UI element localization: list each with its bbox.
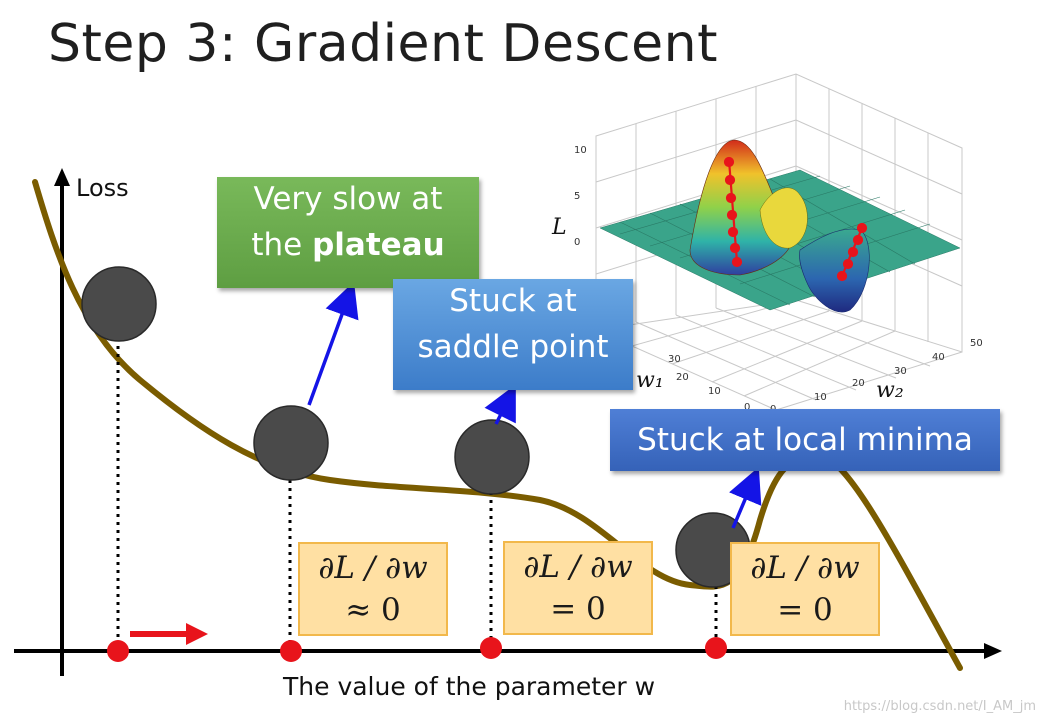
derivative-value: = 0 (550, 590, 606, 627)
derivative-expr: ∂L / ∂w (523, 549, 633, 585)
x-axis-label: The value of the parameter w (283, 672, 656, 701)
derivative-box-saddle: ∂L / ∂w = 0 (503, 541, 653, 635)
plateau-callout: Very slow at the plateau (217, 177, 479, 288)
ball-saddle (454, 419, 530, 495)
local-minima-callout: Stuck at local minima (610, 409, 1000, 471)
saddle-callout-line2: saddle point (417, 328, 609, 365)
surface-w1-tick-30: 30 (668, 354, 681, 365)
pointer-arrows (307, 281, 762, 529)
derivative-value: = 0 (777, 591, 833, 628)
surface-w2-tick-20: 20 (852, 378, 865, 389)
surface-w2-label: w₂ (876, 378, 904, 403)
surface-w2-tick-40: 40 (932, 352, 945, 363)
surface-w1-tick-10: 10 (708, 386, 721, 397)
surface-w2-tick-30: 30 (894, 366, 907, 377)
derivative-box-plateau: ∂L / ∂w ≈ 0 (298, 542, 448, 636)
plateau-callout-line1: Very slow at (253, 181, 443, 217)
point-start (107, 640, 129, 662)
y-axis-label: Loss (76, 174, 129, 202)
ball-plateau (253, 405, 329, 481)
saddle-callout: Stuck at saddle point (393, 279, 633, 390)
point-local-minima (705, 637, 727, 659)
surface-plot (595, 73, 963, 411)
surface-w1-tick-0: 0 (744, 402, 751, 413)
surface-w1-tick-20: 20 (676, 372, 689, 383)
point-plateau (280, 640, 302, 662)
derivative-value: ≈ 0 (345, 591, 401, 628)
drop-lines (116, 338, 718, 648)
x-points (107, 637, 727, 662)
slide-title: Step 3: Gradient Descent (48, 14, 718, 74)
surface-w2-tick-50: 50 (970, 338, 983, 349)
surface-w2-tick-10: 10 (814, 392, 827, 403)
derivative-expr: ∂L / ∂w (318, 550, 428, 586)
ball-start (81, 266, 157, 342)
saddle-callout-line1: Stuck at (449, 283, 577, 319)
surface-w1-label: w₁ (636, 368, 664, 393)
point-saddle (480, 637, 502, 659)
watermark: https://blog.csdn.net/I_AM_jm (843, 699, 1036, 714)
derivative-box-local-minima: ∂L / ∂w = 0 (730, 542, 880, 636)
derivative-expr: ∂L / ∂w (750, 550, 860, 586)
plateau-callout-line2: the plateau (251, 226, 445, 263)
surface-z-label: L (552, 215, 567, 240)
direction-arrow (130, 623, 208, 645)
